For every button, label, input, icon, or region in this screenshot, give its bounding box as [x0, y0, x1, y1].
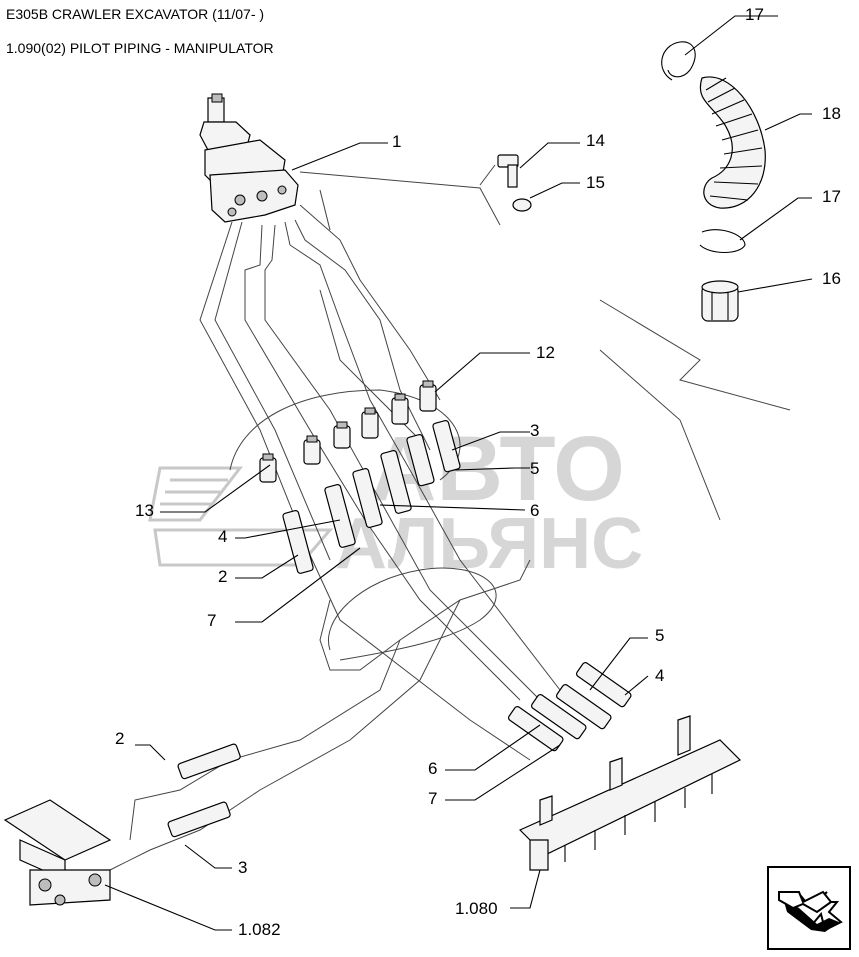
pedal-valve-base	[3, 799, 112, 906]
callout-7-lower: 7	[428, 789, 437, 808]
hose-connectors-upper	[282, 420, 461, 574]
callout-5-upper: 5	[530, 459, 539, 478]
callout-3-lower: 3	[238, 858, 247, 877]
callout-2-lower: 2	[115, 729, 124, 748]
callout-6-lower: 6	[428, 759, 437, 778]
washer	[512, 198, 532, 212]
callout-6-upper: 6	[530, 501, 539, 520]
callout-1-080: 1.080	[455, 899, 498, 918]
leader-lines	[104, 15, 813, 931]
bolt	[497, 154, 519, 188]
hose-connectors-lower-left	[167, 743, 241, 838]
control-valve-manifold	[518, 715, 742, 871]
hose-clamp-bottom	[699, 229, 746, 254]
callout-3-upper: 3	[530, 421, 539, 440]
callout-18: 18	[822, 104, 841, 123]
callout-7-upper: 7	[207, 611, 216, 630]
callout-4-lower: 4	[655, 666, 664, 685]
hose-connectors-lower-right	[507, 662, 632, 752]
callout-1-082: 1.082	[238, 920, 281, 939]
callout-2-upper: 2	[218, 567, 227, 586]
callout-5-lower: 5	[655, 626, 664, 645]
callout-16: 16	[822, 269, 841, 288]
callout-4-upper: 4	[218, 527, 227, 546]
hose-clamp-top	[661, 41, 696, 81]
next-page-button[interactable]	[767, 866, 851, 950]
sleeve-bushing	[701, 280, 739, 322]
callout-labels: 17 18 1 14 15 17 16 12 3 5 13 6 4 2 7 5 …	[115, 5, 841, 939]
callout-17-bottom: 17	[822, 187, 841, 206]
pilot-valve-manipulator	[199, 93, 299, 223]
boot-bellows	[699, 76, 766, 209]
callout-14: 14	[586, 131, 605, 150]
page-title: E305B CRAWLER EXCAVATOR (11/07- )	[6, 6, 265, 22]
next-page-arrow-icon	[778, 890, 843, 932]
callout-1: 1	[392, 132, 401, 151]
callout-13: 13	[135, 501, 154, 520]
watermark-text-2: АЛЬЯНС	[335, 504, 643, 584]
callout-17-top: 17	[745, 5, 764, 24]
callout-15: 15	[586, 173, 605, 192]
fittings-cluster	[259, 380, 437, 483]
callout-12: 12	[536, 343, 555, 362]
page-subtitle: 1.090(02) PILOT PIPING - MANIPULATOR	[6, 40, 274, 56]
